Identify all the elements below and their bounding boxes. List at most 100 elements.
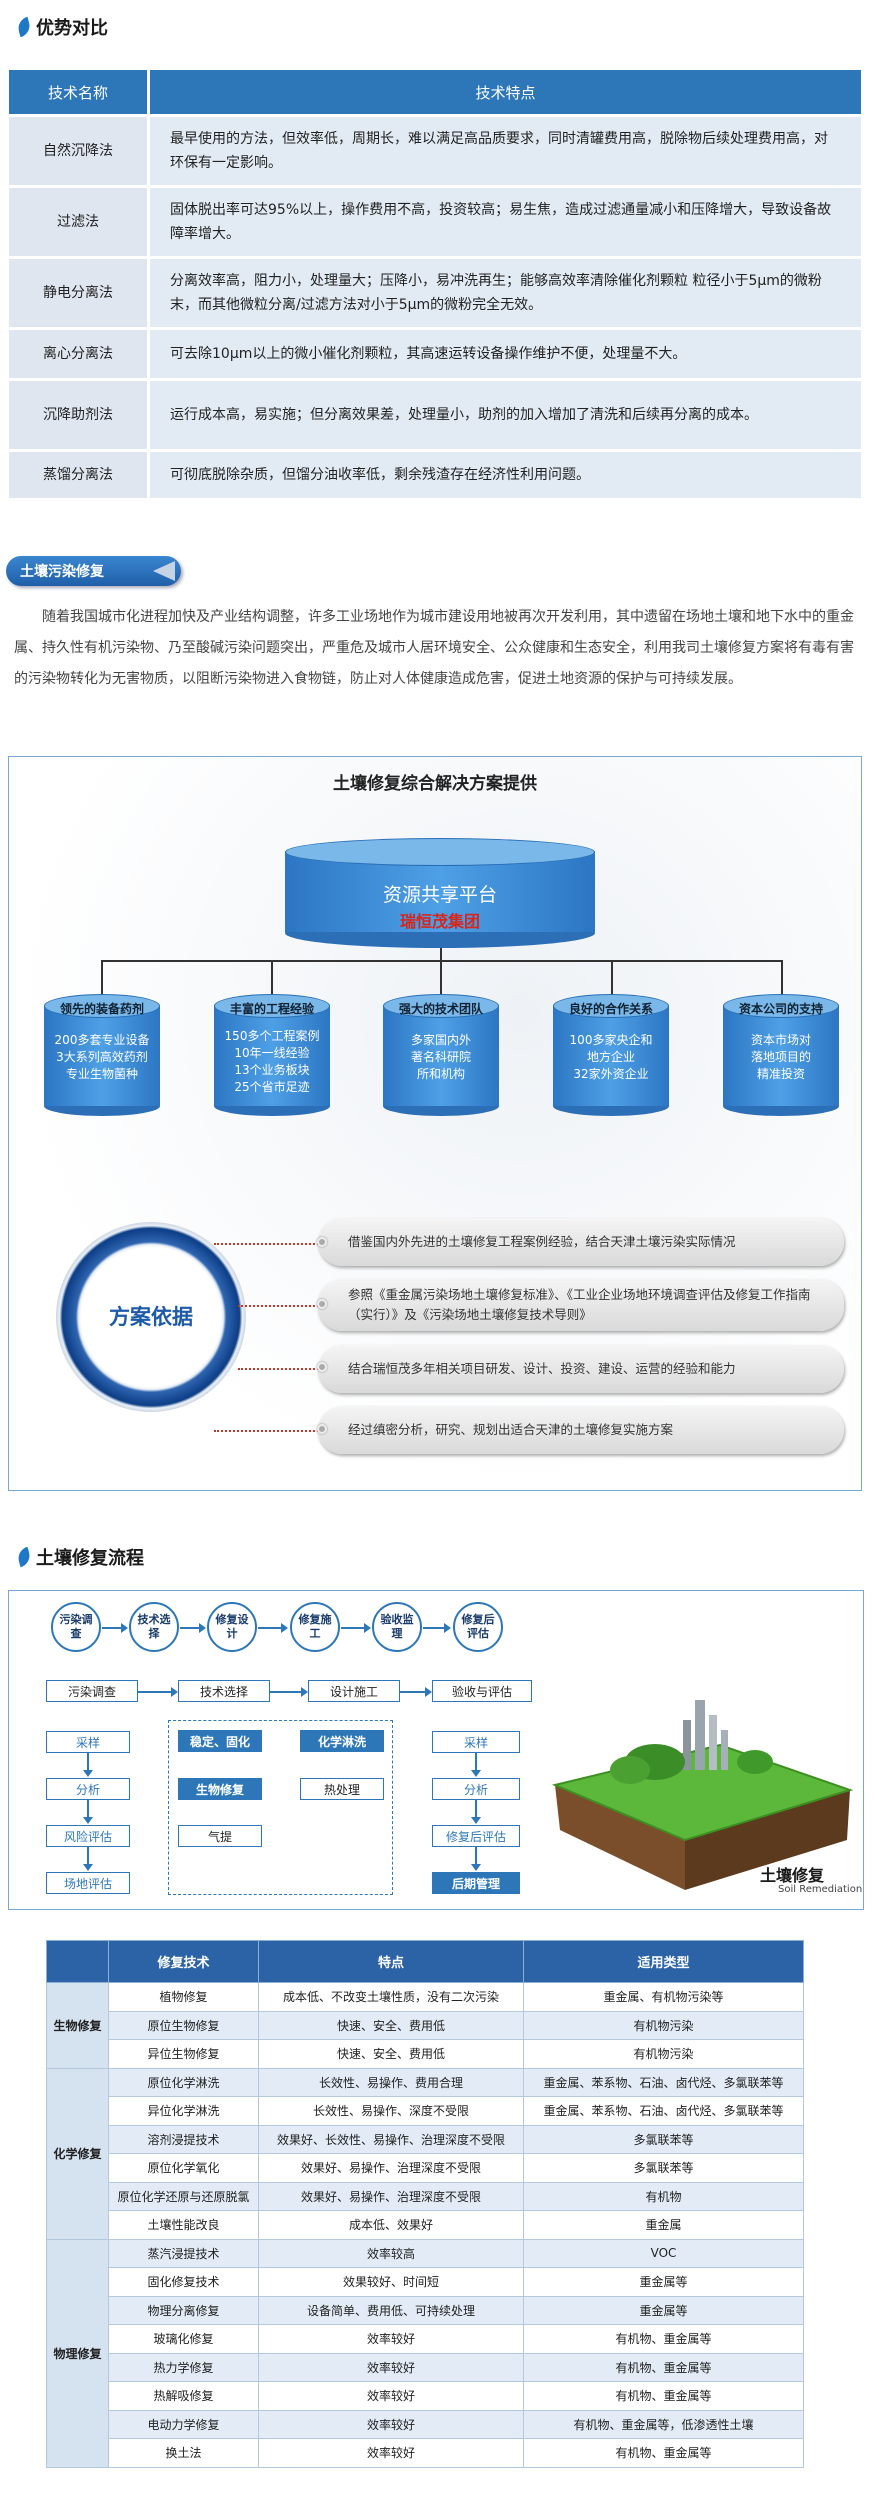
option-bio: 生物修复 <box>178 1778 262 1800</box>
step-construction: 修复施工 <box>290 1602 340 1652</box>
basis-ring: 方案依据 <box>56 1222 246 1412</box>
left-risk: 风险评估 <box>46 1825 130 1847</box>
cell-technique: 电动力学修复 <box>108 2409 259 2439</box>
arrow-down-icon <box>471 1847 481 1871</box>
platform-cylinder: 资源共享平台 瑞恒茂集团 <box>285 838 595 948</box>
cell-applicable: 重金属、苯系物、石油、卤代烃、多氯联苯等 <box>523 2067 804 2097</box>
pillar-line: 地方企业 <box>586 1050 635 1064</box>
arrow-right-icon <box>258 1623 288 1633</box>
table-row: 过滤法 固体脱出率可达95%以上，操作费用不高，投资较高；易生焦，造成过滤通量减… <box>9 188 861 256</box>
cell-applicable: 有机物、重金属等 <box>523 2352 804 2382</box>
tech-desc: 最早使用的方法，但效率低，周期长，难以满足高品质要求，同时清罐费用高，脱除物后续… <box>150 117 861 185</box>
pillar-line: 专业生物菌种 <box>65 1067 138 1081</box>
table-row: 沉降助剂法 运行成本高，易实施；但分离效果差，处理量小，助剂的加入增加了清洗和后… <box>9 381 861 449</box>
pillar-cooperation: 良好的合作关系 100多家央企和 地方企业 32家外资企业 <box>553 994 669 1116</box>
basis-text: 参照《重金属污染场地土壤修复标准》、《工业企业场地环境调查评估及修复工作指南（实… <box>348 1287 811 1322</box>
header-group <box>46 1940 109 1983</box>
tech-name: 自然沉降法 <box>9 117 147 185</box>
stage-acceptance: 验收与评估 <box>432 1680 532 1702</box>
arrow-down-icon <box>83 1753 93 1777</box>
table-row: 静电分离法 分离效率高，阻力小，处理量大；压降小，易冲洗再生；能够高效率清除催化… <box>9 259 861 327</box>
cell-applicable: 有机物、重金属等 <box>523 2381 804 2411</box>
logo-subtitle: Soil Remediation <box>778 1884 863 1895</box>
section-header-flow: 土壤修复流程 <box>15 1544 144 1570</box>
header-applicable: 适用类型 <box>523 1940 804 1983</box>
section-title: 优势对比 <box>36 18 108 39</box>
tech-name: 沉降助剂法 <box>9 381 147 449</box>
tech-desc: 分离效率高，阻力小，处理量大；压降小，易冲洗再生；能够高效率清除催化剂颗粒 粒径… <box>150 259 861 327</box>
cell-features: 效率较好 <box>258 2381 524 2411</box>
pillar-line: 多家国内外 <box>410 1033 471 1047</box>
right-sampling: 采样 <box>432 1731 520 1753</box>
dotted-connector <box>214 1243 322 1245</box>
soil-island-illustration <box>551 1700 854 1890</box>
table-row: 生物修复 植物修复 成本低、不改变土壤性质，没有二次污染 重金属、有机物污染等 <box>46 1982 804 2069</box>
basis-text: 结合瑞恒茂多年相关项目研发、设计、投资、建设、运营的经验和能力 <box>348 1361 736 1376</box>
option-thermal: 热处理 <box>300 1778 384 1800</box>
pillar-line: 资本市场对 <box>750 1033 811 1047</box>
basis-bar: 经过缜密分析，研究、规划出适合天津的土壤修复实施方案 <box>318 1406 844 1454</box>
stage-design: 设计施工 <box>308 1680 400 1702</box>
group-chem: 化学修复 <box>46 2067 109 2240</box>
cell-features: 成本低、效果好 <box>258 2210 524 2240</box>
dotted-connector <box>238 1305 322 1307</box>
step-tech: 技术选择 <box>129 1602 179 1652</box>
cell-features: 成本低、不改变土壤性质，没有二次污染 <box>258 1982 524 2012</box>
pillar-capital: 资本公司的支持 资本市场对 落地项目的 精准投资 <box>723 994 839 1116</box>
pillar-line: 10年一线经验 <box>234 1046 310 1060</box>
step-design: 修复设计 <box>207 1602 257 1652</box>
connector-line <box>101 960 103 996</box>
tech-desc: 固体脱出率可达95%以上，操作费用不高，投资较高；易生焦，造成过滤通量减小和压降… <box>150 188 861 256</box>
table-row: 蒸馏分离法 可彻底脱除杂质，但馏分油收率低，剩余残渣存在经济性利用问题。 <box>9 452 861 498</box>
pillar-line: 3大系列高效药剂 <box>56 1050 148 1064</box>
cell-features: 效率较好 <box>258 2438 524 2468</box>
table-row: 原位化学还原与还原脱氯 效果好、易操作、治理深度不受限 有机物 <box>47 2181 804 2211</box>
cell-technique: 蒸汽浸提技术 <box>108 2238 259 2268</box>
cell-features: 效率较好 <box>258 2324 524 2354</box>
table-row: 溶剂浸提技术 效果好、长效性、易操作、治理深度不受限 多氯联苯等 <box>47 2124 804 2154</box>
table-row: 热解吸修复 效率较好 有机物、重金属等 <box>47 2381 804 2411</box>
connector-line <box>611 960 613 996</box>
cell-features: 效果好、长效性、易操作、治理深度不受限 <box>258 2124 524 2154</box>
cell-technique: 溶剂浸提技术 <box>108 2124 259 2154</box>
table-row: 原位化学氧化 效果好、易操作、治理深度不受限 多氯联苯等 <box>47 2153 804 2183</box>
arrow-right-icon <box>138 1687 178 1697</box>
pillar-head: 领先的装备药剂 <box>59 1002 144 1016</box>
section-title: 土壤修复流程 <box>36 1548 144 1569</box>
basis-bar: 参照《重金属污染场地土壤修复标准》、《工业企业场地环境调查评估及修复工作指南（实… <box>318 1279 844 1331</box>
cell-features: 设备简单、费用低、可持续处理 <box>258 2295 524 2325</box>
cell-features: 快速、安全、费用低 <box>258 2039 524 2069</box>
tech-desc: 运行成本高，易实施；但分离效果差，处理量小，助剂的加入增加了清洗和后续再分离的成… <box>150 381 861 449</box>
intro-paragraph: 随着我国城市化进程加快及产业结构调整，许多工业场地作为城市建设用地被再次开发利用… <box>14 609 854 687</box>
table-row: 异位化学淋洗 长效性、易操作、深度不受限 重金属、苯系物、石油、卤代烃、多氯联苯… <box>47 2096 804 2126</box>
pillar-line: 落地项目的 <box>750 1050 811 1064</box>
cell-technique: 物理分离修复 <box>108 2295 259 2325</box>
cell-applicable: 重金属等 <box>523 2295 804 2325</box>
pillar-line: 32家外资企业 <box>573 1067 649 1081</box>
logo-title: 土壤修复 <box>760 1866 825 1885</box>
flow-panel <box>8 1590 864 1910</box>
cell-applicable: 重金属 <box>523 2210 804 2240</box>
pillar-equipment: 领先的装备药剂 200多套专业设备 3大系列高效药剂 专业生物菌种 <box>44 994 160 1116</box>
cell-technique: 换土法 <box>108 2438 259 2468</box>
arrow-right-icon <box>341 1623 371 1633</box>
pillar-head: 良好的合作关系 <box>568 1002 653 1016</box>
header-tech-name: 技术名称 <box>9 70 147 114</box>
right-management: 后期管理 <box>432 1872 520 1894</box>
tech-name: 离心分离法 <box>9 330 147 378</box>
pillar-line: 13个业务板块 <box>234 1063 310 1077</box>
cell-applicable: 重金属、苯系物、石油、卤代烃、多氯联苯等 <box>523 2096 804 2126</box>
table-row: 自然沉降法 最早使用的方法，但效率低，周期长，难以满足高品质要求，同时清罐费用高… <box>9 117 861 185</box>
cell-technique: 异位生物修复 <box>108 2039 259 2069</box>
bullet-dot <box>317 1424 327 1434</box>
table-row: 离心分离法 可去除10μm以上的微小催化剂颗粒，其高速运转设备操作维护不便，处理… <box>9 330 861 378</box>
pillar-experience: 丰富的工程经验 150多个工程案例 10年一线经验 13个业务板块 25个省市足… <box>214 994 330 1116</box>
left-site: 场地评估 <box>46 1872 130 1894</box>
arrow-right-icon <box>180 1623 206 1633</box>
arrow-down-icon <box>471 1753 481 1777</box>
cell-applicable: 有机物、重金属等，低渗透性土壤 <box>523 2409 804 2439</box>
arrow-right-icon <box>400 1687 432 1697</box>
section-header-advantages: 优势对比 <box>15 14 108 40</box>
cell-applicable: 有机物 <box>523 2181 804 2211</box>
cell-technique: 原位化学还原与还原脱氯 <box>108 2181 259 2211</box>
